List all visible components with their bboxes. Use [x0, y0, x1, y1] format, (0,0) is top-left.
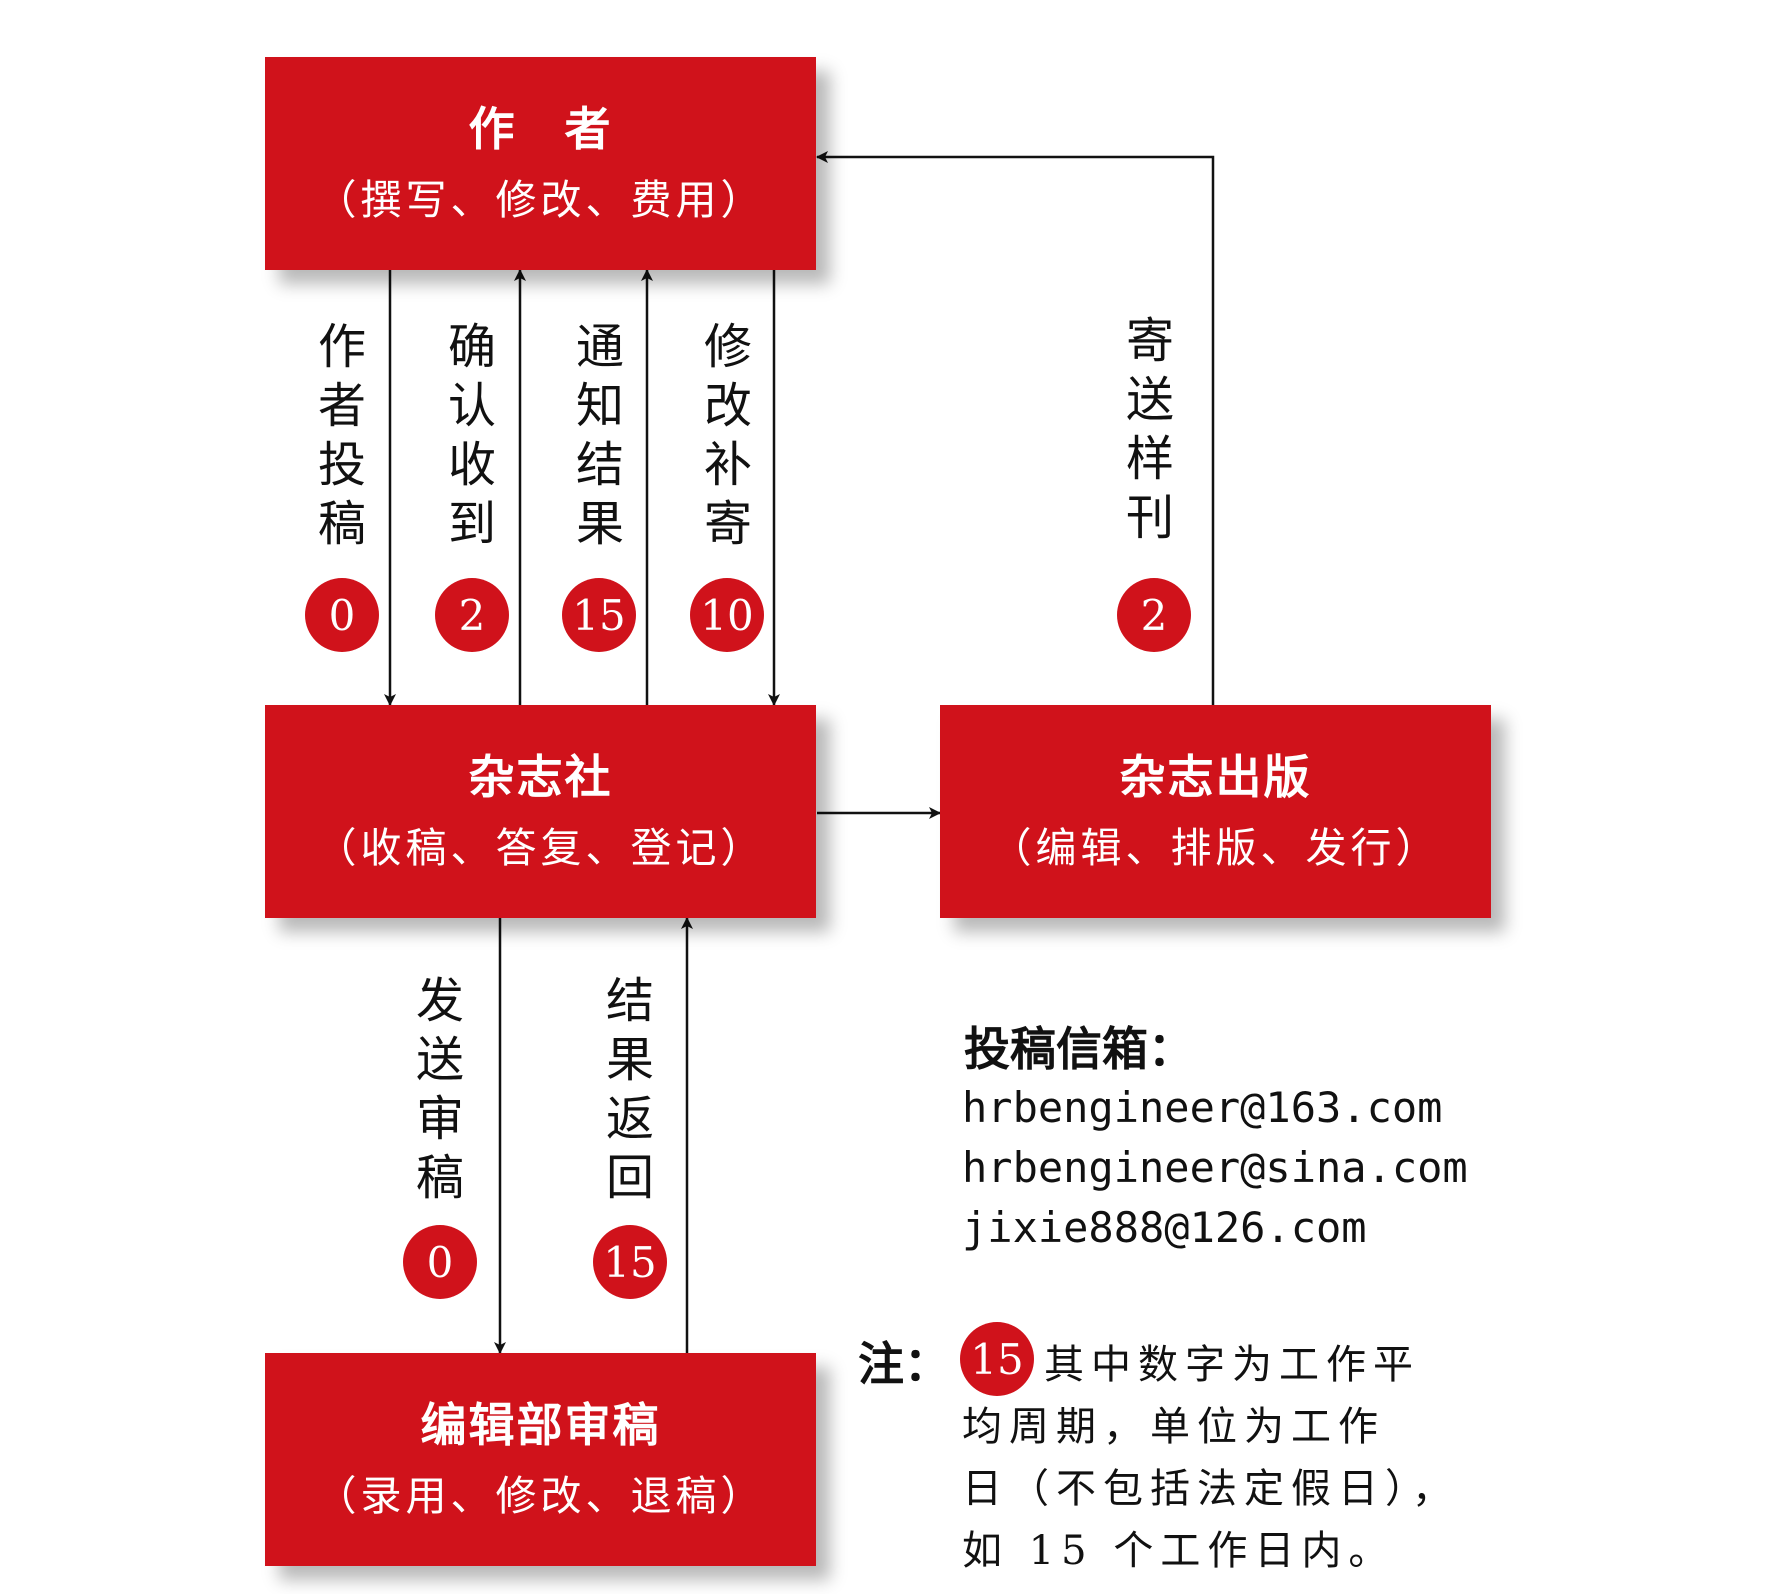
review-subtitle: （录用、修改、退稿）: [315, 1471, 766, 1520]
note-label: 注：: [858, 1337, 950, 1391]
label-submit: 作 者 投 稿: [317, 319, 366, 552]
magazine-box: 杂志社 （收稿、答复、登记）: [265, 705, 816, 918]
days-badge-sample: 2: [1117, 578, 1191, 652]
label-confirm: 确 认 收 到: [447, 319, 496, 552]
publish-subtitle: （编辑、排版、发行）: [990, 823, 1441, 872]
days-badge-submit: 0: [305, 578, 379, 652]
magazine-title: 杂志社: [468, 750, 613, 805]
author-title: 作 者: [468, 102, 613, 157]
days-badge-revise: 10: [690, 578, 764, 652]
note-line-1: 其中数字为工作平: [1044, 1342, 1420, 1388]
magazine-subtitle: （收稿、答复、登记）: [315, 823, 766, 872]
days-badge-confirm: 2: [435, 578, 509, 652]
arrow-sample: [816, 151, 1215, 705]
days-badge-return-result: 15: [593, 1225, 667, 1299]
note-line-4: 如 15 个工作日内。: [962, 1528, 1396, 1574]
author-subtitle: （撰写、修改、费用）: [315, 175, 766, 224]
author-box: 作 者 （撰写、修改、费用）: [265, 57, 816, 270]
review-box: 编辑部审稿 （录用、修改、退稿）: [265, 1353, 816, 1566]
email-sina[interactable]: hrbengineer@sina.com: [962, 1143, 1468, 1192]
label-sample: 寄 送 样 刊: [1125, 313, 1174, 546]
label-send-review: 发 送 审 稿: [415, 973, 464, 1206]
note-line-3: 日（不包括法定假日），: [962, 1466, 1459, 1512]
publish-title: 杂志出版: [1119, 750, 1312, 805]
email-126[interactable]: jixie888@126.com: [962, 1203, 1367, 1252]
publish-box: 杂志出版 （编辑、排版、发行）: [940, 705, 1491, 918]
review-title: 编辑部审稿: [420, 1398, 661, 1453]
days-badge-send-review: 0: [403, 1225, 477, 1299]
label-revise: 修 改 补 寄: [703, 319, 752, 552]
label-notify: 通 知 结 果: [575, 319, 624, 552]
contact-title: 投稿信箱：: [964, 1022, 1194, 1076]
label-return-result: 结 果 返 回: [605, 973, 654, 1206]
note-badge: 15: [960, 1322, 1034, 1396]
days-badge-notify: 15: [562, 578, 636, 652]
note-line-2: 均周期，单位为工作: [962, 1404, 1385, 1450]
email-163[interactable]: hrbengineer@163.com: [962, 1083, 1443, 1132]
